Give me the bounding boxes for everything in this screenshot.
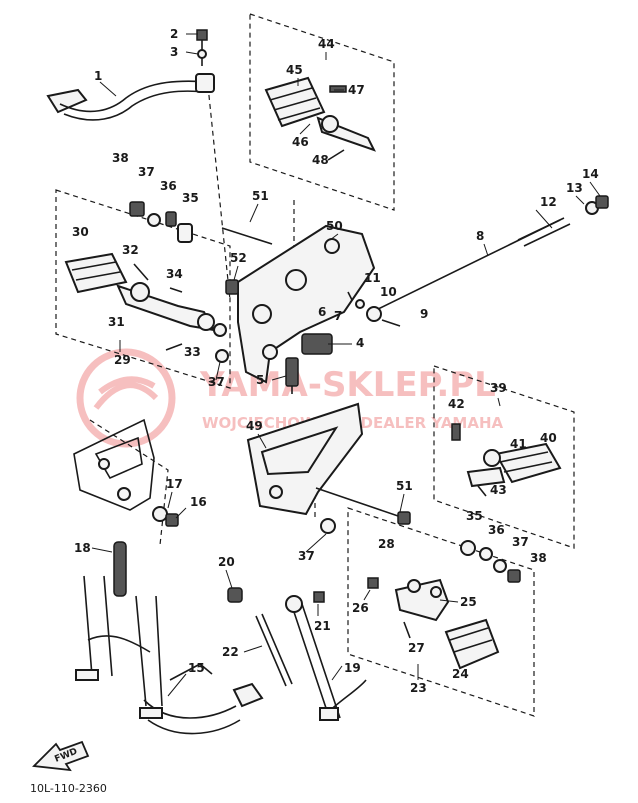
- part-label-12: 12: [540, 195, 557, 209]
- part-label-23: 23: [410, 681, 427, 695]
- group-box-29: [55, 189, 231, 389]
- footrest-assembly-right: [451, 423, 562, 497]
- part-label-17: 17: [166, 477, 183, 491]
- part-label-36b: 36: [488, 523, 505, 537]
- leader-lines: [91, 33, 601, 697]
- part-label-27: 27: [408, 641, 425, 655]
- part-label-34: 34: [166, 267, 183, 281]
- part-label-40: 40: [540, 431, 557, 445]
- part-label-37c: 37: [298, 549, 315, 563]
- forward-direction-arrow: FWD: [32, 740, 90, 772]
- part-label-51a: 51: [252, 189, 269, 203]
- guide-line-1: [207, 85, 231, 301]
- brake-pedal: [46, 29, 215, 121]
- part-label-21: 21: [314, 619, 331, 633]
- part-label-25: 25: [460, 595, 477, 609]
- part-label-29: 29: [114, 353, 131, 367]
- part-label-22: 22: [222, 645, 239, 659]
- part-label-26: 26: [352, 601, 369, 615]
- part-label-33: 33: [184, 345, 201, 359]
- group-box-39: [433, 365, 575, 549]
- part-label-1: 1: [94, 69, 102, 83]
- part-label-24: 24: [452, 667, 469, 681]
- part-label-52: 52: [230, 251, 247, 265]
- part-label-8: 8: [476, 229, 484, 243]
- brake-rod: [347, 195, 609, 327]
- group-box-44: [249, 13, 395, 211]
- side-stand: [227, 587, 367, 721]
- footrest-assembly-lower: [367, 540, 521, 670]
- part-label-14: 14: [582, 167, 599, 181]
- center-stand: [75, 541, 264, 735]
- part-label-42: 42: [448, 397, 465, 411]
- part-label-39: 39: [490, 381, 507, 395]
- part-label-38b: 38: [530, 551, 547, 565]
- part-label-7: 7: [334, 309, 342, 323]
- part-label-2: 2: [170, 27, 178, 41]
- watermark-logo: [76, 348, 176, 448]
- part-label-11: 11: [364, 271, 381, 285]
- footrest-assembly-top: [264, 76, 376, 161]
- part-label-6: 6: [318, 305, 326, 319]
- part-label-4: 4: [356, 336, 364, 350]
- part-label-46: 46: [292, 135, 309, 149]
- part-label-16: 16: [190, 495, 207, 509]
- part-label-10: 10: [380, 285, 397, 299]
- part-label-38a: 38: [112, 151, 129, 165]
- part-label-19: 19: [344, 661, 361, 675]
- part-label-20: 20: [218, 555, 235, 569]
- part-label-32: 32: [122, 243, 139, 257]
- part-label-13: 13: [566, 181, 583, 195]
- part-label-37d: 37: [512, 535, 529, 549]
- part-label-49: 49: [246, 419, 263, 433]
- part-label-18: 18: [74, 541, 91, 555]
- guide-line-3: [89, 419, 169, 546]
- part-label-51b: 51: [396, 479, 413, 493]
- diagram-code: 10L-110-2360: [30, 782, 107, 795]
- part-label-44: 44: [318, 37, 335, 51]
- part-label-35b: 35: [466, 509, 483, 523]
- part-label-37b: 37: [208, 375, 225, 389]
- part-label-9: 9: [420, 307, 428, 321]
- footrest-bracket-right: [246, 402, 411, 534]
- part-label-41: 41: [510, 437, 527, 451]
- part-label-15: 15: [188, 661, 205, 675]
- part-label-43: 43: [490, 483, 507, 497]
- frame-cover-left: [73, 418, 179, 527]
- part-labels: 1 2 3 4 5 6 7 8 9 10 11 12 13 14 15 16 1…: [72, 27, 599, 695]
- part-label-37a: 37: [138, 165, 155, 179]
- part-label-3: 3: [170, 45, 178, 59]
- part-label-5: 5: [256, 373, 264, 387]
- footrest-bracket-main: [221, 224, 376, 394]
- part-label-50: 50: [326, 219, 343, 233]
- part-label-35: 35: [182, 191, 199, 205]
- part-label-28: 28: [378, 537, 395, 551]
- part-label-30: 30: [72, 225, 89, 239]
- part-label-36: 36: [160, 179, 177, 193]
- part-label-47: 47: [348, 83, 365, 97]
- part-label-48: 48: [312, 153, 329, 167]
- footrest-assembly-left: [64, 201, 229, 363]
- part-label-31: 31: [108, 315, 125, 329]
- part-label-45: 45: [286, 63, 303, 77]
